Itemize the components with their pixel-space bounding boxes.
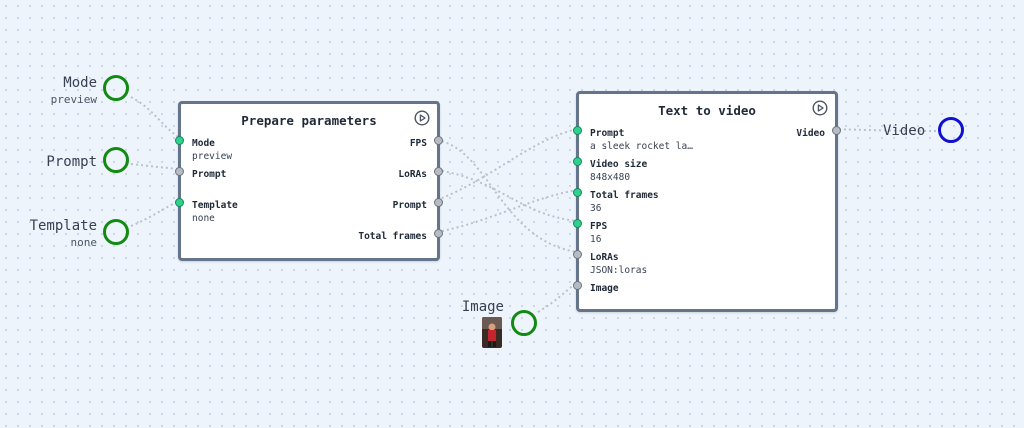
port-out-fps[interactable]	[434, 136, 443, 145]
port-label-image: Image	[590, 283, 619, 294]
port-value-total-frames: 36	[590, 203, 602, 214]
node-prepare-parameters[interactable]: Prepare parameters Mode preview Prompt T…	[175, 101, 443, 261]
port-in-prompt[interactable]	[175, 167, 184, 176]
input-mode-value: preview	[50, 93, 97, 106]
input-prompt-label: Prompt	[46, 154, 97, 170]
port-value-video-size: 848x480	[590, 172, 631, 183]
node-title: Text to video	[658, 103, 756, 118]
play-circle-icon[interactable]	[414, 110, 430, 126]
port-value-fps: 16	[590, 234, 602, 245]
port-out-video[interactable]	[832, 126, 841, 135]
image-thumbnail	[482, 317, 502, 348]
wire-prompt-out	[436, 128, 578, 201]
port-label-video-size: Video size	[590, 159, 648, 170]
wire-image	[537, 281, 578, 313]
play-circle-icon[interactable]	[812, 100, 828, 116]
node-title: Prepare parameters	[241, 113, 377, 128]
port-label-total-frames-out: Total frames	[358, 231, 427, 242]
port-out-total-frames[interactable]	[434, 229, 443, 238]
input-image-label: Image	[461, 299, 504, 315]
wire-template	[130, 199, 181, 227]
port-in-fps[interactable]	[573, 219, 582, 228]
port-out-loras[interactable]	[434, 167, 443, 176]
port-label-mode: Mode	[192, 138, 215, 149]
port-value-prompt: a sleek rocket la…	[590, 141, 693, 152]
port-label-prompt: Prompt	[590, 128, 625, 139]
input-mode-node[interactable]	[103, 75, 129, 101]
port-in-loras[interactable]	[573, 250, 582, 259]
wire-total-frames	[436, 189, 578, 233]
port-in-image[interactable]	[573, 281, 582, 290]
input-template-label: Template	[29, 218, 97, 234]
input-template-node[interactable]	[103, 219, 129, 245]
wire-prompt	[130, 163, 181, 170]
input-mode-label: Mode	[63, 75, 97, 91]
port-out-prompt[interactable]	[434, 198, 443, 207]
port-in-video-size[interactable]	[573, 157, 582, 166]
port-in-prompt[interactable]	[573, 126, 582, 135]
port-in-mode[interactable]	[175, 136, 184, 145]
wire-mode	[130, 96, 181, 139]
input-template-value: none	[70, 236, 98, 249]
port-label-total-frames: Total frames	[590, 190, 659, 201]
port-in-template[interactable]	[175, 198, 184, 207]
port-in-total-frames[interactable]	[573, 188, 582, 197]
port-label-prompt-out: Prompt	[392, 200, 427, 211]
node-text-to-video[interactable]: Text to video Prompt a sleek rocket la… …	[573, 91, 841, 312]
input-image-node[interactable]	[511, 310, 537, 336]
output-video-label: Video	[883, 123, 926, 139]
wire-loras	[436, 169, 578, 222]
port-label-loras: LoRAs	[590, 252, 619, 263]
port-label-loras-out: LoRAs	[398, 169, 427, 180]
port-label-fps: FPS	[590, 221, 608, 232]
port-label-template: Template	[192, 200, 238, 211]
port-value-mode: preview	[192, 151, 233, 162]
output-video-node[interactable]	[938, 117, 964, 143]
port-value-template: none	[192, 213, 215, 224]
port-label-prompt: Prompt	[192, 169, 227, 180]
port-label-fps-out: FPS	[409, 138, 427, 149]
port-label-video-out: Video	[796, 128, 825, 139]
port-value-loras: JSON:loras	[590, 265, 648, 276]
input-prompt-node[interactable]	[103, 147, 129, 173]
